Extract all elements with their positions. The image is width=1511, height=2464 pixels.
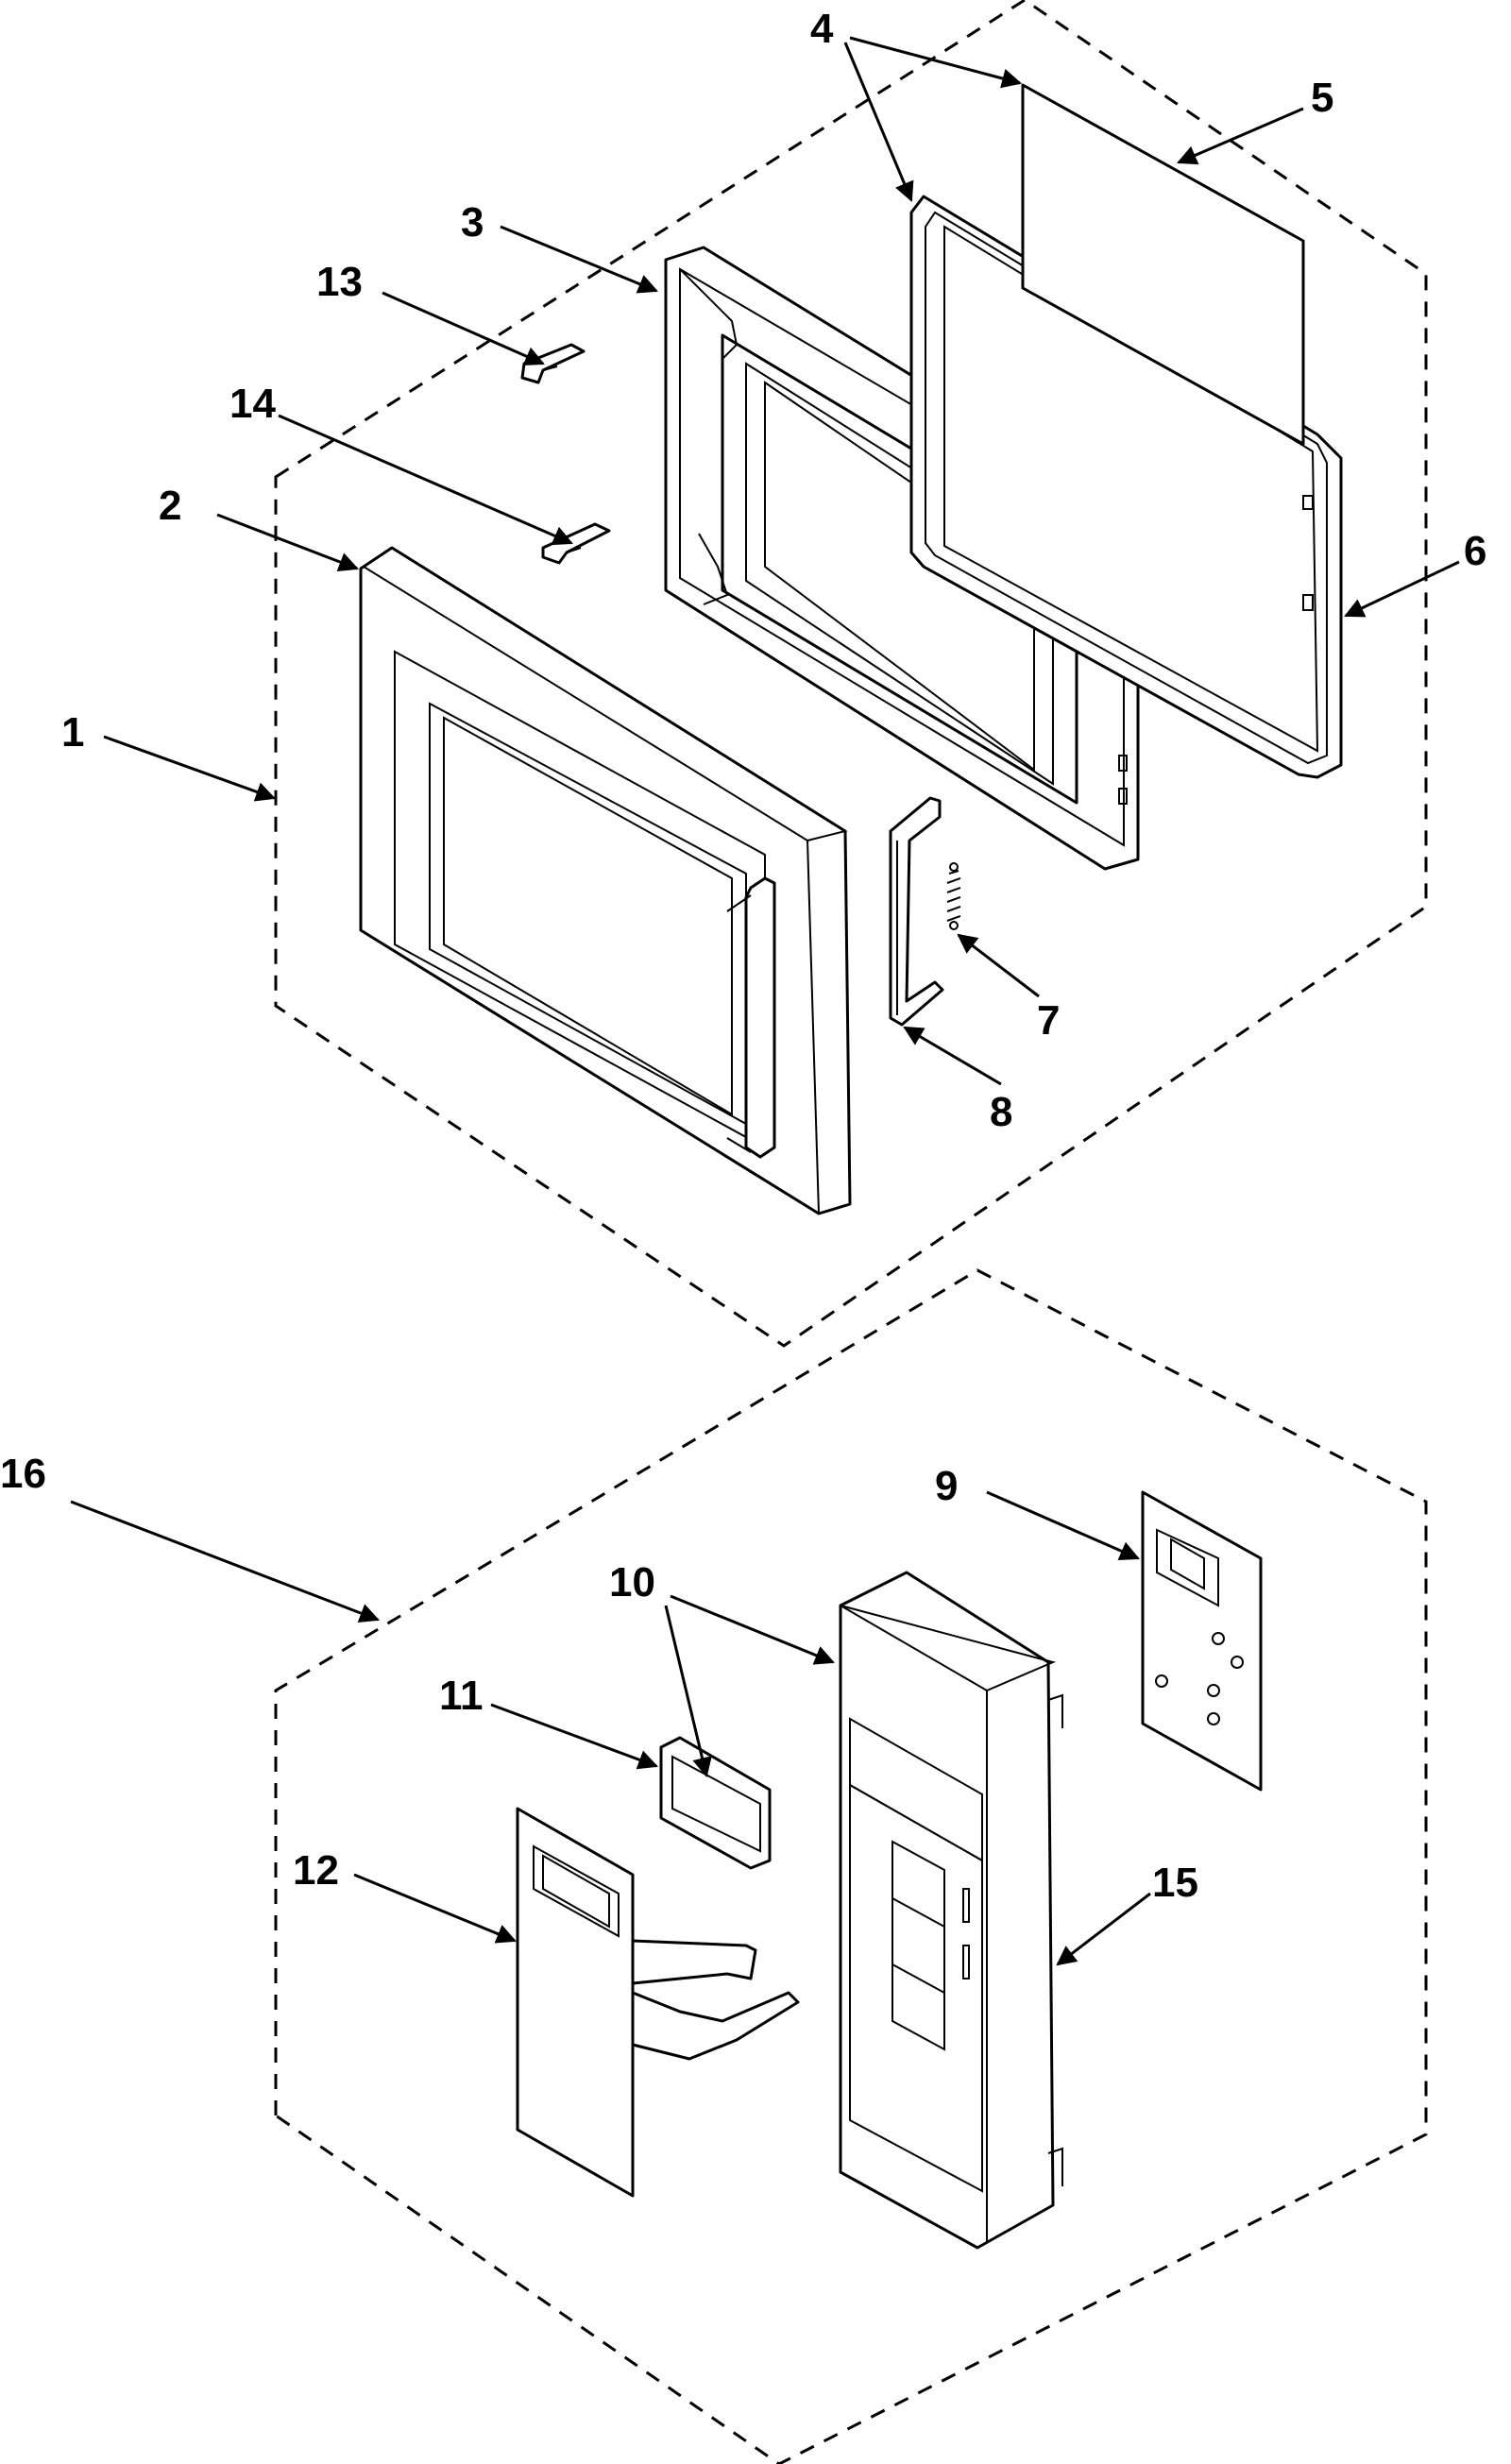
callout-10: 10 xyxy=(609,1559,655,1606)
leader-7 xyxy=(957,933,1040,998)
callout-14: 14 xyxy=(229,381,276,427)
leader-10b xyxy=(664,1605,712,1778)
part-clip-13 xyxy=(520,343,586,384)
leader-12 xyxy=(353,1873,517,1944)
leader-15 xyxy=(1056,1892,1151,1966)
callout-9: 9 xyxy=(935,1463,958,1509)
leader-9 xyxy=(986,1490,1140,1561)
callout-2: 2 xyxy=(159,483,181,529)
leader-1 xyxy=(103,735,276,802)
part-display-window xyxy=(659,1736,772,1870)
part-control-frame xyxy=(839,1571,1063,2250)
callout-1: 1 xyxy=(61,709,84,756)
leader-3 xyxy=(500,225,658,294)
callout-13: 13 xyxy=(316,259,363,305)
callout-8: 8 xyxy=(990,1089,1012,1135)
callout-5: 5 xyxy=(1311,75,1333,121)
leader-13 xyxy=(382,291,545,365)
part-clip-14 xyxy=(541,522,611,565)
callout-15: 15 xyxy=(1152,1860,1198,1906)
leader-2 xyxy=(216,513,359,572)
leader-10a xyxy=(670,1594,835,1665)
door-assembly-boundary xyxy=(274,0,1428,1348)
leader-4a xyxy=(843,42,914,202)
callout-3: 3 xyxy=(461,199,484,246)
leader-5 xyxy=(1177,107,1304,165)
callout-6: 6 xyxy=(1464,528,1486,574)
leader-4b xyxy=(849,36,1023,89)
callout-11: 11 xyxy=(439,1673,484,1719)
part-spring xyxy=(946,862,961,930)
part-choke-seal xyxy=(909,195,1343,779)
callout-12: 12 xyxy=(293,1847,339,1894)
leader-11 xyxy=(490,1703,658,1770)
leader-14 xyxy=(278,414,573,546)
leader-8 xyxy=(903,1026,1002,1086)
part-membrane-keypad xyxy=(516,1807,800,2198)
leader-16 xyxy=(70,1500,380,1623)
part-door-panel xyxy=(359,546,852,1215)
callout-7: 7 xyxy=(1037,997,1060,1044)
callout-4: 4 xyxy=(810,6,834,52)
control-assembly-boundary xyxy=(274,1268,1428,2464)
leader-6 xyxy=(1344,560,1460,618)
part-window-film xyxy=(1021,83,1305,446)
part-control-board xyxy=(1141,1490,1263,1792)
part-latch-lever xyxy=(889,796,944,1027)
callout-16: 16 xyxy=(0,1451,46,1497)
